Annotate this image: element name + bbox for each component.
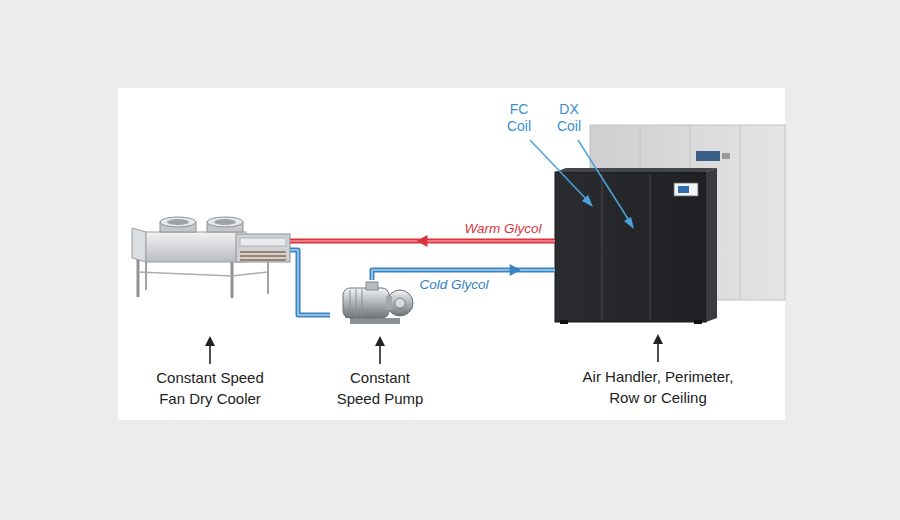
illustration-part [379,344,381,364]
illustration-part [214,219,236,225]
illustration-part [624,217,634,229]
illustration-part [696,151,720,161]
illustration-part [132,228,146,262]
arrow-head [417,235,428,247]
illustration-part [343,288,389,318]
illustration-part [694,320,702,324]
illustration-part [530,140,588,201]
illustration-part [387,290,413,316]
caption-pointer-arrows [205,334,663,364]
illustration-part [582,195,593,207]
illustration-part [138,272,232,276]
equipment-caption: Constant Speed Pump [332,367,428,409]
equipment-caption: Constant Speed Fan Dry Cooler [148,367,273,409]
pipe-body [290,250,330,315]
pump-node: Constant Speed Pump [330,280,430,415]
illustration-part [205,336,215,346]
illustration-part [386,296,392,310]
illustration-part [240,251,286,253]
pump-drawing [343,282,413,324]
illustration-part [356,289,357,317]
illustration-part [722,153,730,159]
illustration-part [137,255,140,297]
illustration-part [555,172,706,322]
illustration-part [653,334,663,344]
dry-cooler-node: Constant Speed Fan Dry Cooler [130,212,290,415]
illustration-part [678,186,689,193]
dry-cooler-drawing [132,217,290,298]
illustration-part [240,238,286,246]
illustration-part [395,298,405,308]
air-handler-node: Air Handler, Perimeter, Row or Ceiling [555,172,760,414]
illustration-part [209,344,211,364]
illustration-part [240,259,286,261]
illustration-part [706,168,717,322]
illustration-part [362,289,363,317]
illustration-part [578,140,630,222]
illustration-part [740,125,741,300]
illustration-part [555,168,717,172]
illustration-part [207,217,243,227]
coil-label: DX Coil [549,101,589,135]
illustration-part [146,232,246,262]
illustration-part [350,290,351,316]
pipe-highlight [290,250,330,315]
illustration-part [657,342,659,362]
arrow-head [510,264,521,276]
illustration-part [601,174,603,320]
equipment-caption: Air Handler, Perimeter, Row or Ceiling [572,366,744,408]
illustration-part [236,234,290,262]
illustration-part [560,320,568,324]
illustration-part [375,336,385,346]
coil-label: FC Coil [499,101,539,135]
illustration-part [350,318,400,324]
illustration-part [160,217,196,227]
air-handler-drawing [555,125,785,324]
illustration-part [145,262,147,290]
coil-leader-lines [530,140,634,229]
illustration-part [240,255,286,257]
illustration-part [267,262,269,294]
pipe-label: Cold Glycol [417,277,490,293]
illustration-part [232,272,268,276]
cooler-to-pump-pipe [290,250,330,315]
illustration-part [674,183,698,196]
pipe-label: Warm Glycol [462,221,543,237]
illustration-part [366,282,378,290]
illustration-part [649,174,651,320]
illustration-part [231,260,234,298]
illustration-part [167,219,189,225]
